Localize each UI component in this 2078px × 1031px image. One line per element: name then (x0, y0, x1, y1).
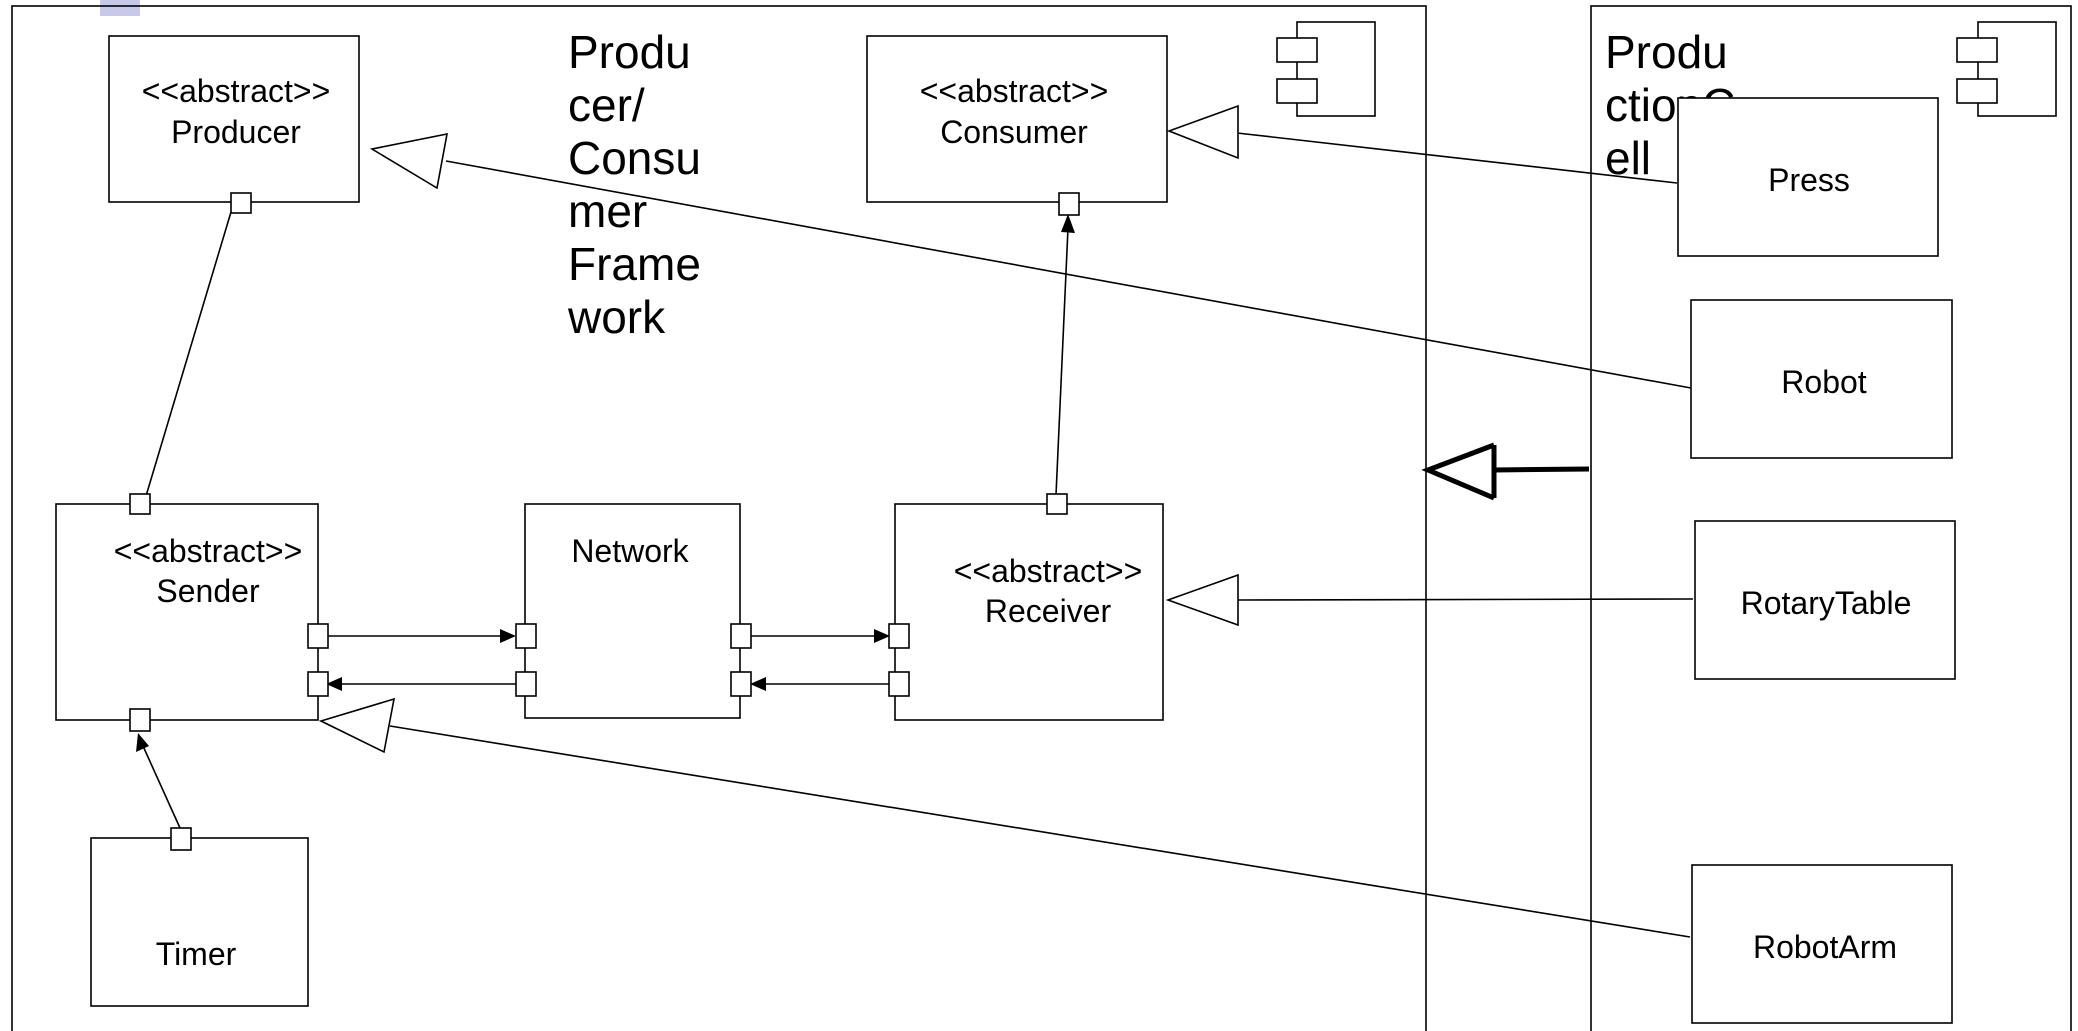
robot-arm-name: RobotArm (1753, 929, 1897, 965)
network-out-right-port[interactable] (730, 623, 752, 649)
framework-package-title: Produ cer/ Consu mer Frame work (567, 26, 714, 343)
timer-name: Timer (156, 936, 237, 972)
rotary-table-name: RotaryTable (1741, 585, 1912, 621)
network-name: Network (571, 533, 689, 569)
press-consumer-generalization[interactable] (1236, 132, 1678, 184)
framework-package-frame[interactable] (11, 5, 1427, 1031)
rotarytable-receiver-generalization[interactable] (1237, 598, 1694, 601)
sender-stereotype: <<abstract>> (114, 533, 303, 569)
receiver-component[interactable]: <<abstract>> Receiver (894, 503, 1164, 721)
receiver-network-back-arrowhead (750, 677, 766, 691)
timer-sender-arrowhead (136, 733, 149, 752)
robotarm-sender-generalization-triangle (318, 697, 396, 754)
robot-producer-generalization-triangle (369, 132, 449, 190)
cell-framework-realization[interactable] (1493, 466, 1590, 473)
receiver-name: Receiver (985, 593, 1112, 629)
press-name: Press (1768, 162, 1850, 198)
sender-bottom-port[interactable] (129, 708, 151, 732)
corner-accent (100, 0, 140, 16)
consumer-component[interactable]: <<abstract>> Consumer (866, 35, 1168, 203)
sender-name: Sender (156, 573, 260, 609)
producer-component[interactable]: <<abstract>> Producer (108, 35, 360, 203)
robot-arm-component[interactable]: RobotArm (1691, 864, 1953, 1024)
press-component[interactable]: Press (1677, 97, 1939, 257)
network-sender-back-arrowhead (326, 677, 342, 691)
production-cell-package-frame[interactable] (1590, 5, 2072, 1031)
sender-component[interactable]: <<abstract>> Sender (55, 503, 319, 721)
producer-port[interactable] (230, 192, 252, 214)
timer-port[interactable] (170, 827, 192, 851)
timer-sender-link[interactable] (142, 745, 181, 829)
receiver-top-port[interactable] (1046, 493, 1068, 515)
cell-framework-realization-head (1421, 442, 1495, 501)
sender-top-port[interactable] (129, 493, 151, 515)
network-component[interactable]: Network (524, 503, 741, 719)
producer-sender-link[interactable] (145, 211, 232, 497)
rotarytable-receiver-generalization-triangle (1165, 573, 1239, 627)
robot-component[interactable]: Robot (1690, 299, 1953, 459)
receiver-stereotype: <<abstract>> (954, 553, 1143, 589)
sender-in-port[interactable] (307, 671, 329, 697)
robotarm-sender-generalization[interactable] (389, 725, 1691, 938)
consumer-port[interactable] (1058, 192, 1080, 216)
receiver-in-port[interactable] (888, 623, 910, 649)
producer-name: Producer (171, 114, 301, 150)
network-out-left-port[interactable] (515, 671, 537, 697)
receiver-consumer-arrowhead (1061, 214, 1075, 233)
uml-component-icon (1956, 21, 2057, 117)
robot-producer-generalization[interactable] (445, 160, 1692, 389)
timer-component[interactable]: Timer (90, 837, 309, 1007)
producer-stereotype: <<abstract>> (142, 73, 331, 109)
production-cell-package-title: Produ ctionC ell (1605, 26, 1748, 184)
rotary-table-component[interactable]: RotaryTable (1694, 520, 1956, 680)
uml-component-icon (1276, 21, 1376, 117)
press-consumer-generalization-triangle (1166, 104, 1239, 160)
network-receiver-forward-arrowhead (874, 629, 890, 643)
robot-name: Robot (1781, 364, 1867, 400)
receiver-out-port[interactable] (888, 671, 910, 697)
sender-out-port[interactable] (307, 623, 329, 649)
network-in-right-port[interactable] (730, 671, 752, 697)
consumer-name: Consumer (940, 114, 1088, 150)
network-in-left-port[interactable] (515, 623, 537, 649)
consumer-stereotype: <<abstract>> (920, 73, 1109, 109)
receiver-consumer-link[interactable] (1055, 227, 1069, 496)
sender-network-forward-arrowhead (500, 629, 516, 643)
